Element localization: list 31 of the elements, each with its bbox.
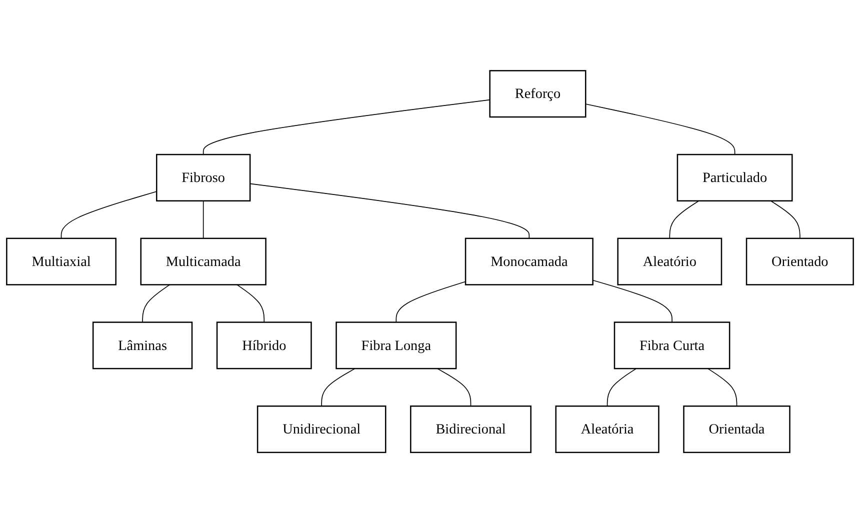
node-box: Bidirecional [410,405,532,453]
connector [142,284,170,323]
node-box: Fibra Curta [614,322,730,370]
node-box: Aleatório [617,238,722,286]
node-box: Fibroso [156,154,251,202]
node-box: Multiaxial [6,238,116,286]
node-box: Híbrido [216,322,312,370]
node-box: Monocamada [464,238,594,286]
node-box: Multicamada [140,238,266,286]
connector [236,284,265,323]
connector [592,280,672,323]
node-box: Fibra Longa [336,322,457,370]
connector [321,368,356,406]
node-box: Particulado [676,154,793,202]
node-box: Orientada [683,405,790,453]
connector [669,200,700,239]
connector [606,368,637,406]
connector [436,368,472,406]
connector [707,368,738,406]
connector [202,99,490,155]
node-box: Reforço [489,70,586,118]
connector [396,281,466,323]
connector [585,104,736,155]
connector [60,191,158,239]
node-box: Unidirecional [256,405,386,453]
connector [250,183,530,239]
connector [770,200,800,239]
node-box: Aleatória [555,405,660,453]
node-box: Lâminas [92,322,193,370]
connector [202,200,204,239]
node-box: Orientado [746,238,854,286]
